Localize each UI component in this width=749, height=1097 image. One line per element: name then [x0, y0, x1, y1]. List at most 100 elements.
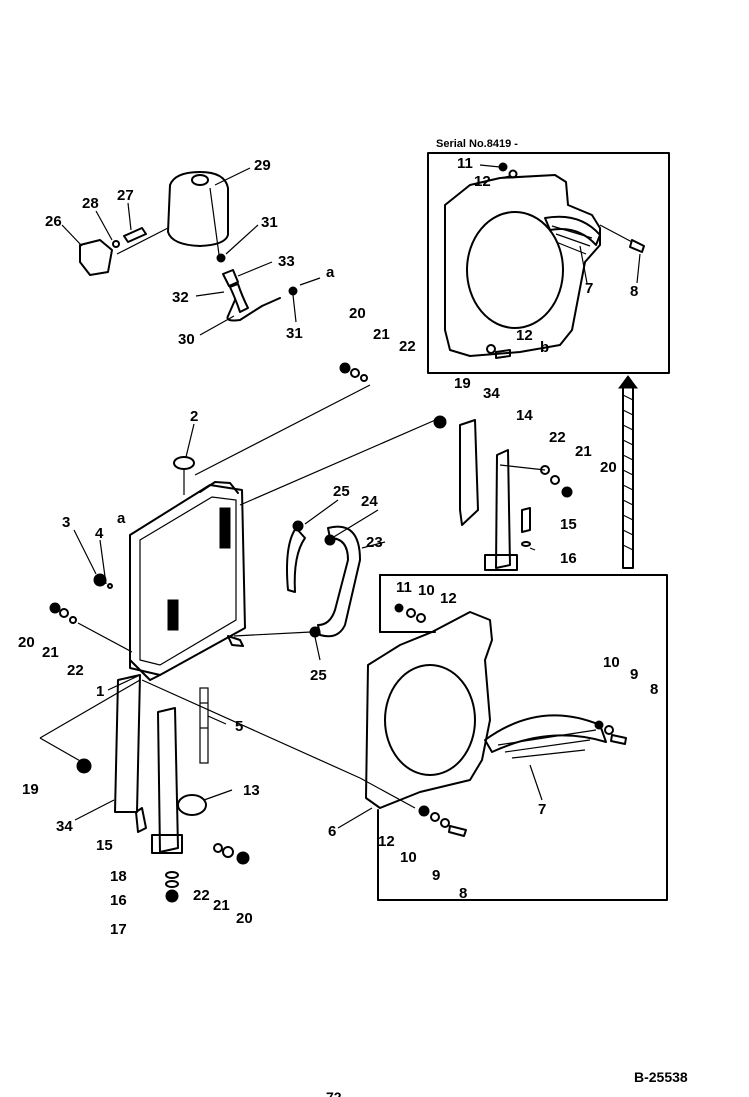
callout-34a: 34	[483, 385, 500, 402]
radiator-cap	[173, 456, 195, 470]
inset-border	[427, 152, 670, 374]
callout-30: 30	[178, 331, 195, 348]
callout-8a: 8	[630, 283, 638, 300]
shroud-opening-lower	[384, 664, 476, 776]
callout-10b: 10	[603, 654, 620, 671]
radiator-hoses	[286, 520, 361, 638]
drain-plug	[93, 573, 107, 587]
callout-12b: 12	[516, 327, 533, 344]
callout-22b: 22	[549, 429, 566, 446]
callout-16a: 16	[560, 550, 577, 567]
callout-21b: 21	[575, 443, 592, 460]
callout-32: 32	[172, 289, 189, 306]
callout-21c: 21	[42, 644, 59, 661]
stay-13	[157, 707, 179, 853]
callout-18: 18	[110, 868, 127, 885]
callout-8b: 8	[650, 681, 658, 698]
corrugated-tube	[618, 375, 638, 569]
assembly-lines	[39, 384, 546, 809]
callout-15b: 15	[96, 837, 113, 854]
callout-34b: 34	[56, 818, 73, 835]
callout-b: b	[540, 339, 549, 356]
callout-22c: 22	[67, 662, 84, 679]
callout-21d: 21	[213, 897, 230, 914]
callout-12c: 12	[440, 590, 457, 607]
callout-3: 3	[62, 514, 70, 531]
callout-9b: 9	[432, 867, 440, 884]
inset-frame-serial: Serial No.8419 -	[427, 138, 670, 374]
callout-33: 33	[278, 253, 295, 270]
callout-22d: 22	[193, 887, 210, 904]
callout-23: 23	[366, 534, 383, 551]
callout-2: 2	[190, 408, 198, 425]
callout-20d: 20	[236, 910, 253, 927]
callout-11a: 11	[457, 155, 473, 172]
callout-27: 27	[117, 187, 134, 204]
document-code: B-25538	[634, 1069, 688, 1085]
callout-25a: 25	[333, 483, 350, 500]
page-number: 72	[326, 1089, 342, 1097]
callout-21a: 21	[373, 326, 390, 343]
callout-4: 4	[95, 525, 104, 542]
callout-10c: 10	[400, 849, 417, 866]
callout-6: 6	[328, 823, 336, 840]
serial-caption: Serial No.8419 -	[436, 138, 518, 150]
stay-14	[495, 449, 511, 569]
fan-guard-upper	[544, 215, 601, 246]
fan-shroud-lower	[365, 611, 493, 809]
callout-12a: 12	[474, 173, 491, 190]
callout-19b: 19	[22, 781, 39, 798]
callout-20b: 20	[600, 459, 617, 476]
shroud-opening-upper	[466, 211, 564, 329]
callout-10a: 10	[418, 582, 435, 599]
pipe-13	[177, 794, 207, 816]
bolt-15-upper	[521, 507, 531, 533]
callout-26: 26	[45, 213, 62, 230]
callout-24: 24	[361, 493, 378, 510]
callout-8c: 8	[459, 885, 467, 902]
callout-20c: 20	[18, 634, 35, 651]
support-brackets	[49, 362, 573, 903]
callout-labels: 29 27 28 26 31 33 a 32 30 31 20 21 22 2 …	[18, 155, 658, 938]
callout-1: 1	[96, 683, 104, 700]
callout-17: 17	[110, 921, 127, 938]
callout-9a: 9	[630, 666, 638, 683]
washer-12-upper	[508, 169, 518, 179]
washer-12-lower	[486, 344, 496, 354]
callout-29: 29	[254, 157, 271, 174]
hose-30	[226, 297, 281, 322]
core-fins-lower	[167, 599, 179, 631]
lower-frame-border	[377, 574, 668, 901]
bolt-27	[123, 227, 147, 243]
leader-lines	[61, 164, 641, 829]
hose-upper	[286, 527, 306, 593]
stay-34-lower	[114, 674, 141, 813]
callout-14: 14	[516, 407, 533, 424]
callout-a-2: a	[117, 510, 126, 527]
fan-shroud-upper	[444, 174, 601, 357]
connector-33	[222, 269, 239, 287]
callout-16b: 16	[110, 892, 127, 909]
callout-a-1: a	[326, 264, 335, 281]
radiator-assembly	[93, 456, 246, 764]
callout-28: 28	[82, 195, 99, 212]
bolt-15-lower	[135, 807, 147, 833]
callout-19a: 19	[454, 375, 471, 392]
callout-22a: 22	[399, 338, 416, 355]
callout-7a: 7	[585, 280, 593, 297]
reserve-tank-group	[79, 171, 321, 322]
callout-7b: 7	[538, 801, 546, 818]
bracket-26	[79, 239, 113, 276]
stay-34-upper	[459, 419, 479, 526]
fitting-19-lower	[76, 758, 92, 774]
fitting-19-upper	[433, 415, 447, 429]
callout-31a: 31	[261, 214, 278, 231]
callout-5: 5	[235, 718, 243, 735]
bolt-11-upper	[498, 162, 508, 172]
inset-frame-lower	[365, 574, 668, 901]
callout-31b: 31	[286, 325, 303, 342]
callout-20a: 20	[349, 305, 366, 322]
hose-24	[317, 525, 361, 638]
